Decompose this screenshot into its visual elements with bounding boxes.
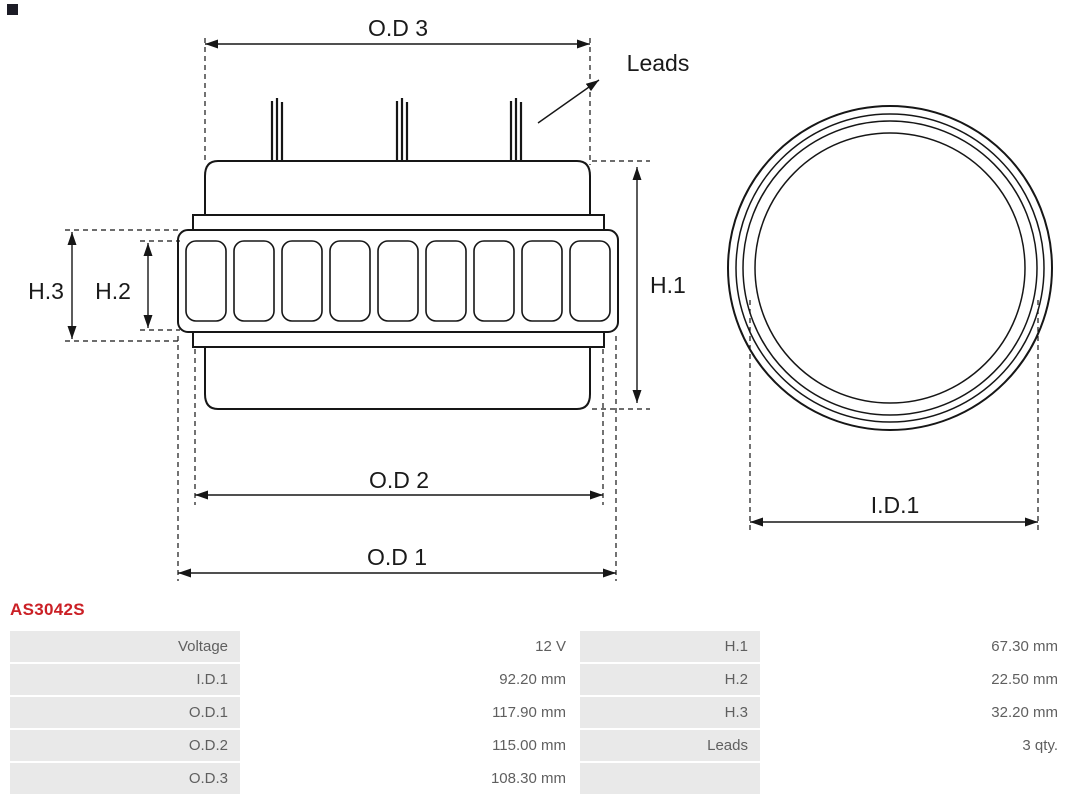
spec-label: H.3 bbox=[580, 697, 760, 728]
spec-value: 67.30 mm bbox=[762, 631, 1070, 662]
dim-label-od3: O.D 3 bbox=[368, 15, 428, 41]
spec-value: 12 V bbox=[242, 631, 578, 662]
part-number: AS3042S bbox=[10, 600, 85, 619]
dimension-labels: O.D 3 Leads H.1 H.2 H.3 O.D 2 O.D 1 I.D.… bbox=[28, 15, 919, 570]
spec-table: Voltage 12 V H.1 67.30 mm I.D.1 92.20 mm… bbox=[10, 631, 1070, 794]
spec-label: O.D.2 bbox=[10, 730, 240, 761]
dim-label-h3: H.3 bbox=[28, 278, 64, 304]
spec-value bbox=[762, 763, 1070, 794]
spec-label: Leads bbox=[580, 730, 760, 761]
spec-label: O.D.3 bbox=[10, 763, 240, 794]
spec-value: 115.00 mm bbox=[242, 730, 578, 761]
spec-value: 117.90 mm bbox=[242, 697, 578, 728]
dimension-lines bbox=[67, 39, 1038, 578]
extension-lines bbox=[65, 38, 1039, 581]
spec-value: 3 qty. bbox=[762, 730, 1070, 761]
spec-label: H.2 bbox=[580, 664, 760, 695]
lead-wires bbox=[270, 98, 523, 161]
spec-value: 22.50 mm bbox=[762, 664, 1070, 695]
spec-value: 32.20 mm bbox=[762, 697, 1070, 728]
spec-label: I.D.1 bbox=[10, 664, 240, 695]
spec-label bbox=[580, 763, 760, 794]
stator-technical-drawing: O.D 3 Leads H.1 H.2 H.3 O.D 2 O.D 1 I.D.… bbox=[28, 15, 1053, 581]
spec-label: O.D.1 bbox=[10, 697, 240, 728]
stator-side-view bbox=[177, 98, 619, 410]
dim-label-od2: O.D 2 bbox=[369, 467, 429, 493]
stator-body-outline bbox=[177, 160, 619, 410]
spec-value: 92.20 mm bbox=[242, 664, 578, 695]
dim-label-id1: I.D.1 bbox=[871, 492, 920, 518]
dim-label-h1: H.1 bbox=[650, 272, 686, 298]
dim-label-od1: O.D 1 bbox=[367, 544, 427, 570]
spec-label: H.1 bbox=[580, 631, 760, 662]
corner-mark bbox=[7, 4, 18, 15]
stator-laminations bbox=[185, 240, 611, 322]
dim-label-leads: Leads bbox=[627, 50, 690, 76]
spec-label: Voltage bbox=[10, 631, 240, 662]
spec-value: 108.30 mm bbox=[242, 763, 578, 794]
dim-label-h2: H.2 bbox=[95, 278, 131, 304]
stator-front-view bbox=[727, 105, 1053, 431]
